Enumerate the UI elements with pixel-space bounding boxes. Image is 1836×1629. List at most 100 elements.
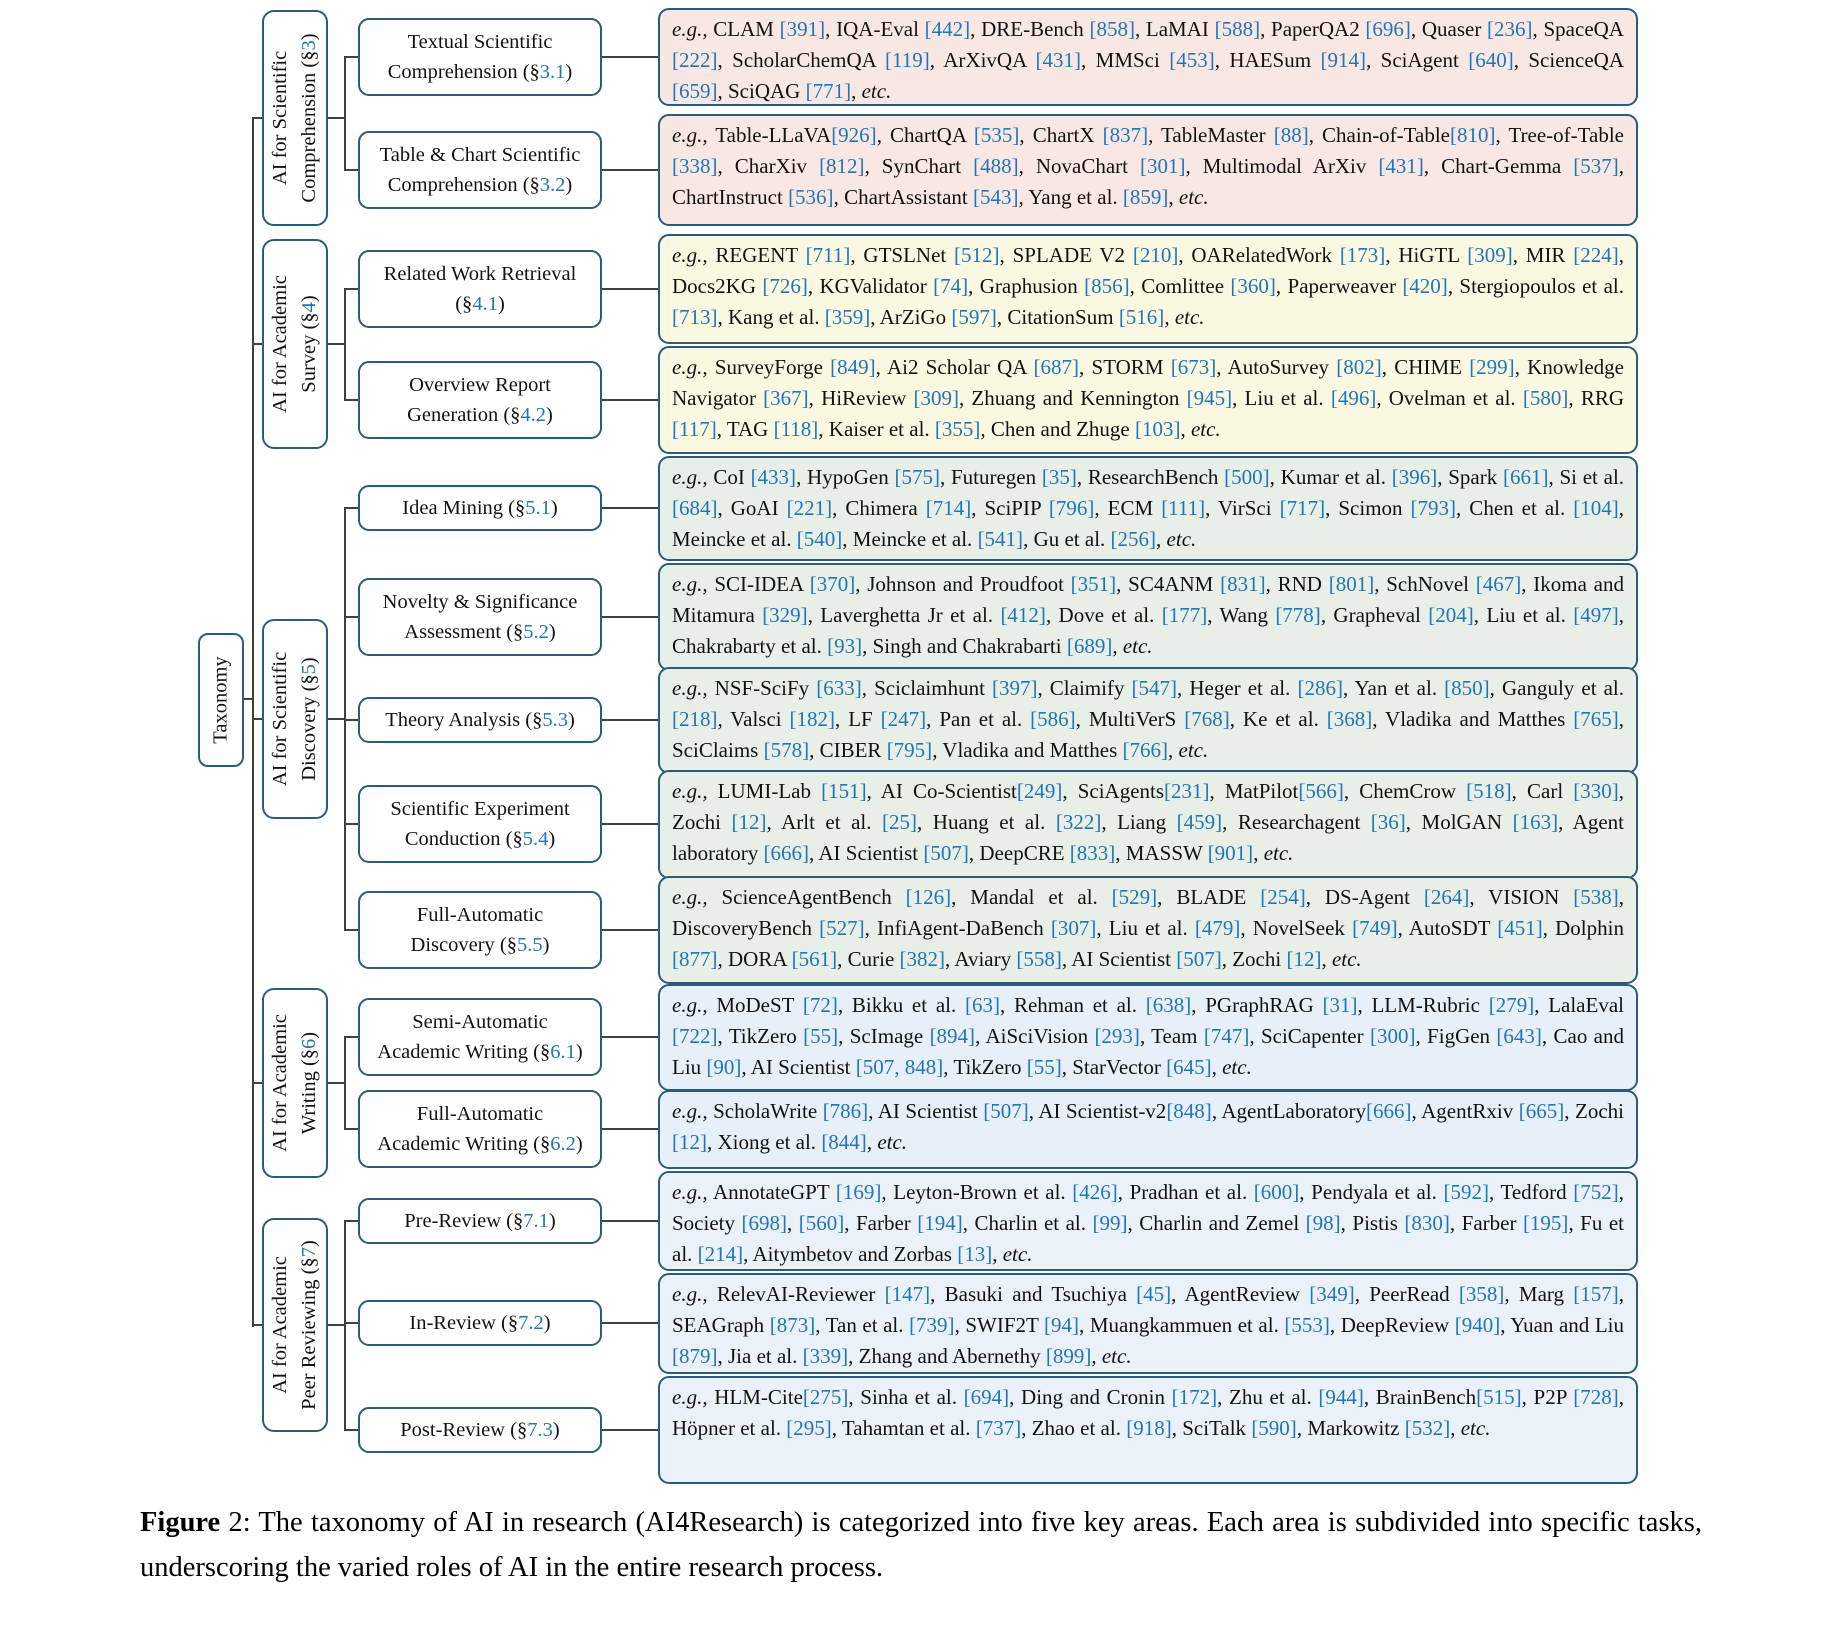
- citation-link[interactable]: [93]: [827, 634, 863, 658]
- citation-link[interactable]: [55]: [1026, 1055, 1062, 1079]
- citation-link[interactable]: [309]: [1467, 243, 1513, 267]
- citation-link[interactable]: [157]: [1573, 1282, 1619, 1306]
- citation-link[interactable]: [222]: [672, 48, 718, 72]
- citation-link[interactable]: [370]: [809, 572, 856, 596]
- citation-link[interactable]: [645]: [1166, 1055, 1212, 1079]
- section-link[interactable]: 6.1: [550, 1041, 576, 1063]
- citation-link[interactable]: [349]: [1309, 1282, 1355, 1306]
- section-link[interactable]: 3.2: [539, 174, 566, 196]
- citation-link[interactable]: [527]: [819, 916, 865, 940]
- citation-link[interactable]: [218]: [672, 707, 718, 731]
- citation-link[interactable]: [74]: [933, 274, 969, 298]
- citation-link[interactable]: [12]: [731, 810, 767, 834]
- citation-link[interactable]: [117]: [672, 417, 717, 441]
- citation-link[interactable]: [367]: [763, 386, 809, 410]
- citation-link[interactable]: [766]: [1122, 738, 1169, 762]
- citation-link[interactable]: [442]: [924, 17, 971, 41]
- citation-link[interactable]: [300]: [1369, 1024, 1416, 1048]
- citation-link[interactable]: [275]: [802, 1385, 849, 1409]
- citation-link[interactable]: [12]: [1286, 947, 1322, 971]
- citation-link[interactable]: [507]: [923, 841, 969, 865]
- citation-link[interactable]: [694]: [963, 1385, 1010, 1409]
- citation-link[interactable]: [339]: [802, 1344, 849, 1368]
- section-link[interactable]: 7.1: [523, 1210, 549, 1232]
- citation-link[interactable]: [382]: [899, 947, 946, 971]
- citation-link[interactable]: [689]: [1066, 634, 1113, 658]
- section-link[interactable]: 7.2: [518, 1312, 544, 1334]
- citation-link[interactable]: [849]: [830, 355, 876, 379]
- citation-link[interactable]: [801]: [1328, 572, 1375, 596]
- citation-link[interactable]: [666]: [1366, 1099, 1412, 1123]
- citation-link[interactable]: [431]: [1378, 154, 1424, 178]
- citation-link[interactable]: [172]: [1171, 1385, 1218, 1409]
- citation-link[interactable]: [850]: [1444, 676, 1490, 700]
- citation-link[interactable]: [516]: [1118, 305, 1165, 329]
- citation-link[interactable]: [877]: [672, 947, 718, 971]
- citation-link[interactable]: [163]: [1512, 810, 1559, 834]
- citation-link[interactable]: [858]: [1089, 17, 1135, 41]
- citation-link[interactable]: [35]: [1041, 465, 1077, 489]
- citation-link[interactable]: [507, 848]: [855, 1055, 944, 1079]
- citation-link[interactable]: [36]: [1370, 810, 1406, 834]
- citation-link[interactable]: [286]: [1297, 676, 1343, 700]
- citation-link[interactable]: [659]: [672, 79, 718, 103]
- citation-link[interactable]: [529]: [1111, 885, 1158, 909]
- citation-link[interactable]: [99]: [1092, 1211, 1128, 1235]
- citation-link[interactable]: [397]: [991, 676, 1038, 700]
- citation-link[interactable]: [752]: [1573, 1180, 1619, 1204]
- citation-link[interactable]: [507]: [1176, 947, 1222, 971]
- section-link[interactable]: 7: [298, 1247, 320, 1258]
- section-link[interactable]: 5.3: [542, 709, 568, 731]
- citation-link[interactable]: [459]: [1176, 810, 1223, 834]
- citation-link[interactable]: [322]: [1055, 810, 1102, 834]
- citation-link[interactable]: [194]: [917, 1211, 963, 1235]
- citation-link[interactable]: [72]: [802, 993, 838, 1017]
- citation-link[interactable]: [894]: [929, 1024, 976, 1048]
- citation-link[interactable]: [541]: [977, 527, 1024, 551]
- citation-link[interactable]: [661]: [1502, 465, 1549, 489]
- citation-link[interactable]: [431]: [1035, 48, 1082, 72]
- citation-link[interactable]: [687]: [1033, 355, 1080, 379]
- citation-link[interactable]: [147]: [884, 1282, 931, 1306]
- citation-link[interactable]: [45]: [1136, 1282, 1172, 1306]
- citation-link[interactable]: [600]: [1253, 1180, 1300, 1204]
- citation-link[interactable]: [309]: [913, 386, 959, 410]
- citation-link[interactable]: [859]: [1122, 185, 1169, 209]
- citation-link[interactable]: [793]: [1410, 496, 1457, 520]
- citation-link[interactable]: [547]: [1131, 676, 1178, 700]
- citation-link[interactable]: [795]: [886, 738, 933, 762]
- citation-link[interactable]: [586]: [1030, 707, 1076, 731]
- section-link[interactable]: 5.1: [525, 497, 551, 519]
- citation-link[interactable]: [55]: [803, 1024, 839, 1048]
- citation-link[interactable]: [329]: [762, 603, 808, 627]
- citation-link[interactable]: [453]: [1169, 48, 1215, 72]
- citation-link[interactable]: [810]: [1450, 123, 1496, 147]
- citation-link[interactable]: [558]: [1016, 947, 1062, 971]
- citation-link[interactable]: [722]: [672, 1024, 718, 1048]
- citation-link[interactable]: [566]: [1298, 779, 1344, 803]
- citation-link[interactable]: [507]: [983, 1099, 1029, 1123]
- citation-link[interactable]: [802]: [1336, 355, 1382, 379]
- section-link[interactable]: 7.3: [527, 1419, 553, 1441]
- citation-link[interactable]: [899]: [1045, 1344, 1092, 1368]
- citation-link[interactable]: [264]: [1423, 885, 1470, 909]
- citation-link[interactable]: [12]: [672, 1130, 707, 1154]
- citation-link[interactable]: [532]: [1404, 1416, 1451, 1440]
- citation-link[interactable]: [497]: [1573, 603, 1619, 627]
- citation-link[interactable]: [479]: [1194, 916, 1241, 940]
- citation-link[interactable]: [254]: [1260, 885, 1306, 909]
- citation-link[interactable]: [355]: [934, 417, 981, 441]
- citation-link[interactable]: [833]: [1069, 841, 1116, 865]
- citation-link[interactable]: [638]: [1145, 993, 1192, 1017]
- citation-link[interactable]: [778]: [1275, 603, 1321, 627]
- citation-link[interactable]: [224]: [1573, 243, 1619, 267]
- citation-link[interactable]: [831]: [1220, 572, 1266, 596]
- section-link[interactable]: 5: [298, 664, 320, 675]
- citation-link[interactable]: [496]: [1330, 386, 1377, 410]
- section-link[interactable]: 6: [298, 1038, 320, 1049]
- citation-link[interactable]: [561]: [791, 947, 838, 971]
- citation-link[interactable]: [575]: [894, 465, 940, 489]
- section-link[interactable]: 5.5: [517, 934, 543, 956]
- citation-link[interactable]: [249]: [1016, 779, 1063, 803]
- citation-link[interactable]: [856]: [1084, 274, 1130, 298]
